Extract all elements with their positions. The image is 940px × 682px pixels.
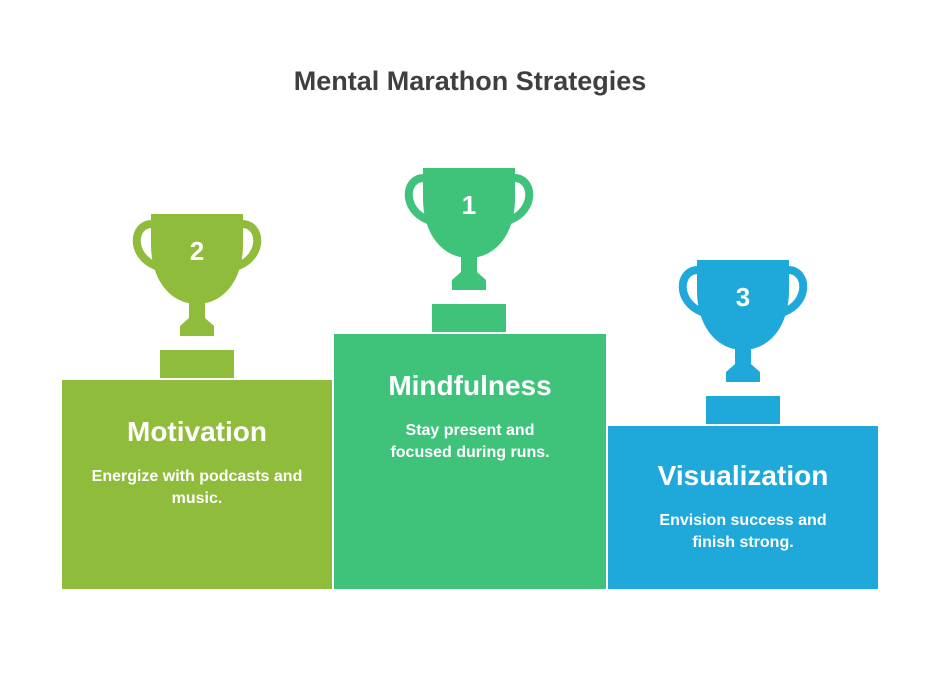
trophy-icon-1: 1 [404,168,534,332]
podium-description: Energize with podcasts and music. [91,468,303,507]
podium-title: Mindfulness [388,370,552,401]
podium-title: Visualization [657,460,829,491]
podium-visualization: Visualization Envision success and finis… [608,426,878,589]
trophy-icon-2: 2 [132,214,262,378]
podium-motivation: Motivation Energize with podcasts and mu… [62,380,332,589]
page-title: Mental Marathon Strategies [293,66,647,96]
podium-description: Stay present and focused during runs. [390,422,550,461]
trophy-rank-1: 1 [462,190,476,220]
podium-title: Motivation [127,416,267,447]
trophy-rank-2: 2 [190,236,204,266]
podium-mindfulness: Mindfulness Stay present and focused dur… [334,334,606,589]
podium-description: Envision success and finish strong. [659,512,827,551]
trophy-icon-3: 3 [678,260,808,424]
trophy-rank-3: 3 [736,282,750,312]
